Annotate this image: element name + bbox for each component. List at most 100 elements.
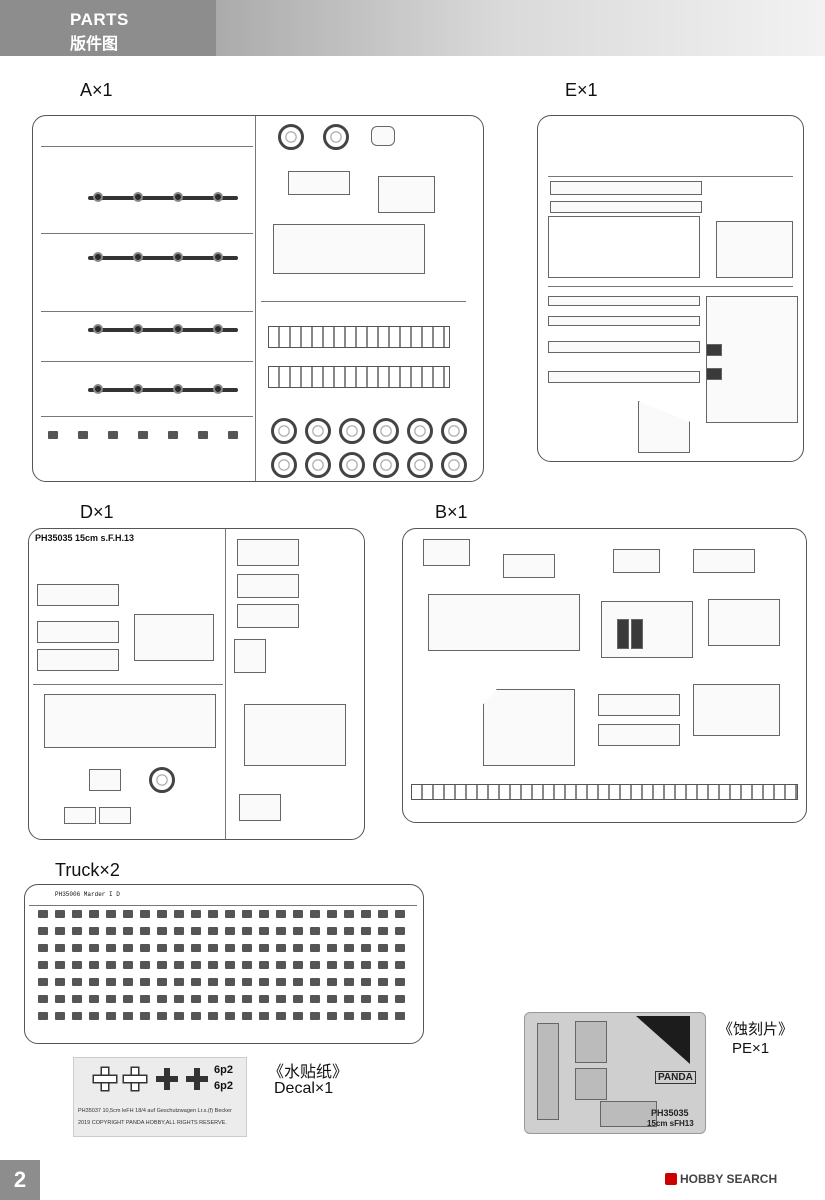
track-link	[378, 995, 388, 1003]
track-link	[72, 910, 82, 918]
track-run	[411, 784, 798, 800]
track-link	[72, 1012, 82, 1020]
suspension-node	[93, 252, 103, 262]
barrel-part	[548, 341, 700, 353]
track-link	[310, 1012, 320, 1020]
barrel-part	[548, 316, 700, 326]
track-link	[361, 1012, 371, 1020]
sprue-a-gate	[41, 361, 253, 362]
track-link	[225, 961, 235, 969]
plate-part	[483, 689, 575, 766]
pe-code: PH35035	[651, 1108, 689, 1118]
suspension-node	[213, 192, 223, 202]
track-link	[157, 978, 167, 986]
track-link	[123, 927, 133, 935]
track-link	[174, 927, 184, 935]
track-link	[293, 978, 303, 986]
sprue-e-label: E×1	[565, 80, 598, 100]
track-link	[259, 944, 269, 952]
track-link	[242, 910, 252, 918]
track-link	[38, 1012, 48, 1020]
sprue-b-label: B×1	[435, 502, 468, 522]
track-link	[344, 978, 354, 986]
road-wheel	[407, 418, 433, 444]
track-link	[395, 961, 405, 969]
track-link	[191, 927, 201, 935]
track-link	[208, 944, 218, 952]
header-title-en: PARTS	[70, 10, 129, 29]
track-link	[293, 995, 303, 1003]
track-link	[327, 1012, 337, 1020]
track-link	[140, 995, 150, 1003]
road-wheel	[373, 418, 399, 444]
balkenkreuz-decal	[156, 1068, 178, 1090]
track-link	[89, 1012, 99, 1020]
track-link	[378, 927, 388, 935]
pe-fret: PANDA PH35035 15cm sFH13	[524, 1012, 706, 1134]
suspension-node	[173, 384, 183, 394]
track-link	[174, 1012, 184, 1020]
track-link	[361, 944, 371, 952]
track-link	[259, 961, 269, 969]
track-link	[242, 1012, 252, 1020]
track-link	[55, 978, 65, 986]
suspension-node	[213, 252, 223, 262]
rod-part	[550, 201, 702, 213]
decal-line-2: 2019 COPYRIGHT PANDA HOBBY,ALL RIGHTS RE…	[78, 1120, 227, 1126]
hub-part	[149, 767, 175, 793]
track-link	[123, 1012, 133, 1020]
track-link	[276, 995, 286, 1003]
track-link	[310, 927, 320, 935]
track-link	[293, 927, 303, 935]
track-link	[38, 927, 48, 935]
track-link	[378, 944, 388, 952]
track-link	[157, 910, 167, 918]
box-part	[134, 614, 214, 661]
small-part	[108, 431, 118, 439]
suspension-node	[213, 324, 223, 334]
track-run	[268, 326, 450, 348]
sprue-e-gate	[548, 176, 793, 177]
small-part	[198, 431, 208, 439]
track-link	[344, 927, 354, 935]
upper-part	[288, 171, 350, 195]
track-link	[395, 944, 405, 952]
track-link	[361, 927, 371, 935]
side-part	[693, 684, 780, 736]
suspension-node	[133, 192, 143, 202]
track-link	[242, 978, 252, 986]
watermark-text: HOBBY SEARCH	[680, 1172, 778, 1186]
balkenkreuz-decal	[94, 1068, 116, 1090]
track-link	[191, 910, 201, 918]
panel-part	[237, 539, 299, 566]
suspension-arm	[88, 196, 238, 200]
track-link	[55, 927, 65, 935]
track-link	[378, 910, 388, 918]
track-link	[38, 995, 48, 1003]
track-link	[276, 944, 286, 952]
sprue-d: PH35035 15cm s.F.H.13	[28, 528, 365, 840]
hull-floor	[273, 224, 425, 274]
track-link	[225, 910, 235, 918]
suspension-node	[173, 252, 183, 262]
track-link	[38, 961, 48, 969]
suspension-node	[173, 324, 183, 334]
pe-sub: 15cm sFH13	[647, 1119, 694, 1128]
side-part	[708, 599, 780, 646]
truck-gate	[29, 905, 417, 906]
track-link	[225, 927, 235, 935]
track-link	[55, 995, 65, 1003]
track-link	[123, 944, 133, 952]
track-link	[344, 995, 354, 1003]
track-link	[55, 961, 65, 969]
track-link	[327, 927, 337, 935]
track-link	[395, 1012, 405, 1020]
pe-strip	[537, 1023, 559, 1120]
track-link	[361, 910, 371, 918]
track-link	[395, 927, 405, 935]
track-link	[293, 1012, 303, 1020]
deck-part	[44, 694, 216, 748]
track-link	[140, 927, 150, 935]
track-link	[310, 995, 320, 1003]
track-link	[123, 961, 133, 969]
